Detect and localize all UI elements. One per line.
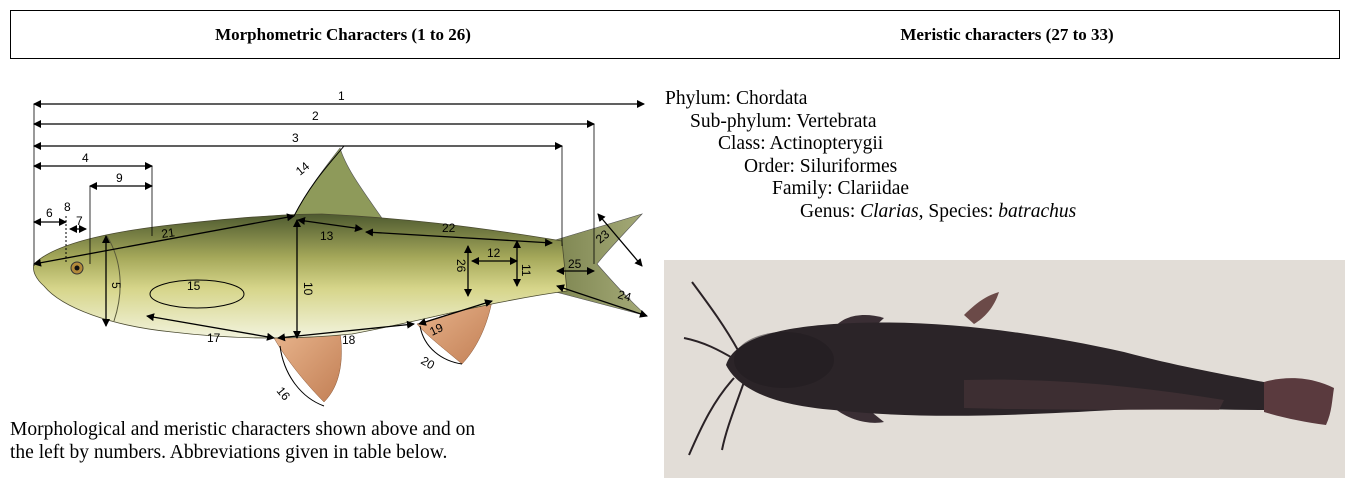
label-10: 10 — [301, 282, 315, 296]
label-14: 14 — [293, 159, 312, 179]
genus-name: Clarias — [860, 201, 919, 222]
header-meristic: Meristic characters (27 to 33) — [675, 25, 1339, 45]
label-25: 25 — [568, 257, 582, 271]
label-4: 4 — [82, 151, 89, 165]
label-26: 26 — [454, 259, 468, 273]
label-17: 17 — [207, 331, 221, 345]
caption-line-2: the left by numbers. Abbreviations given… — [10, 441, 665, 464]
species-name: batrachus — [998, 201, 1076, 222]
taxon-class: Class: Actinopterygii — [665, 133, 1076, 156]
label-22: 22 — [442, 221, 456, 235]
label-6: 6 — [46, 206, 53, 220]
taxon-genus-species: Genus: Clarias, Species: batrachus — [665, 201, 1076, 224]
label-15: 15 — [187, 279, 201, 293]
label-21: 21 — [160, 225, 175, 241]
label-1: 1 — [338, 89, 345, 103]
header-table: Morphometric Characters (1 to 26) Merist… — [10, 10, 1340, 59]
species-prefix: , Species: — [919, 201, 999, 222]
label-5: 5 — [109, 282, 123, 289]
label-12: 12 — [487, 246, 501, 260]
catfish-photo — [664, 260, 1345, 478]
header-morphometric: Morphometric Characters (1 to 26) — [11, 25, 675, 45]
taxon-order: Order: Siluriformes — [665, 156, 1076, 179]
caption-line-1: Morphological and meristic characters sh… — [10, 418, 665, 441]
taxonomy-list: Phylum: Chordata Sub-phylum: Vertebrata … — [665, 88, 1076, 223]
label-13: 13 — [320, 229, 334, 243]
label-8: 8 — [64, 200, 71, 214]
label-20: 20 — [419, 353, 438, 372]
label-2: 2 — [312, 109, 319, 123]
label-11: 11 — [519, 264, 533, 277]
fish-morphometric-diagram: 1 2 3 4 5 6 7 8 9 10 11 12 13 14 15 16 1… — [22, 86, 662, 416]
label-9: 9 — [116, 171, 123, 185]
dorsal-fin — [294, 148, 386, 224]
taxon-subphylum: Sub-phylum: Vertebrata — [665, 111, 1076, 134]
diagram-caption: Morphological and meristic characters sh… — [10, 418, 665, 464]
label-3: 3 — [292, 131, 299, 145]
label-7: 7 — [76, 214, 83, 228]
label-16: 16 — [274, 384, 294, 403]
label-18: 18 — [342, 333, 356, 347]
taxon-family: Family: Clariidae — [665, 178, 1076, 201]
taxon-phylum: Phylum: Chordata — [665, 88, 1076, 111]
genus-prefix: Genus: — [800, 201, 860, 222]
